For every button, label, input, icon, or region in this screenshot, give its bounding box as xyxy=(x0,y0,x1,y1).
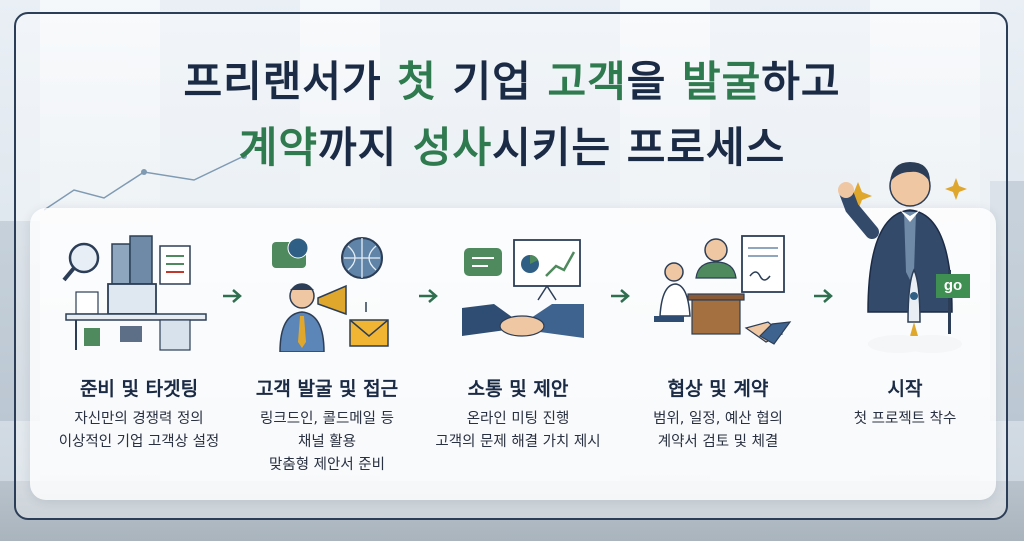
title-line-1: 프리랜서가 첫 기업 고객을 발굴하고 xyxy=(0,48,1024,109)
step-desc-line: 채널 활용 xyxy=(298,434,356,450)
step-title: 준비 및 타겟팅 xyxy=(79,378,199,400)
step-desc-line: 맞춤형 제안서 준비 xyxy=(269,457,385,473)
title-accent-text: 발굴 xyxy=(681,57,762,106)
step-title: 고객 발굴 및 접근 xyxy=(255,378,399,400)
step-desc-line: 범위, 일정, 예산 협의 xyxy=(653,411,783,427)
process-panel xyxy=(30,208,996,500)
arrow-right-icon xyxy=(814,289,833,303)
step-desc-line: 링크드인, 콜드메일 등 xyxy=(260,411,394,427)
rocket-launch-icon xyxy=(838,162,970,353)
title-text: 하고 xyxy=(761,57,841,106)
decorative-trend-line-icon xyxy=(44,153,247,211)
step-desc-line: 첫 프로젝트 착수 xyxy=(853,411,957,427)
step-desc-line: 온라인 미팅 진행 xyxy=(466,411,570,427)
title-accent-text: 성사 xyxy=(412,123,493,172)
desk-workspace-icon xyxy=(62,235,207,351)
step-title: 소통 및 제안 xyxy=(467,378,569,400)
contract-signing-icon xyxy=(654,235,792,345)
arrow-right-icon xyxy=(611,289,630,303)
go-flag-label: go xyxy=(943,277,963,294)
step-desc-line: 계약서 검토 및 체결 xyxy=(657,434,779,450)
step-desc-line: 자신만의 경쟁력 정의 xyxy=(74,411,204,427)
title-text: 까지 xyxy=(317,123,413,172)
handshake-presentation-icon xyxy=(462,239,584,338)
arrow-right-icon xyxy=(223,289,242,303)
arrow-right-icon xyxy=(419,289,438,303)
title-text: 시키는 프로세스 xyxy=(492,123,786,172)
title-text: 기업 xyxy=(436,57,548,106)
title-text: 프리랜서가 xyxy=(183,57,398,106)
megaphone-outreach-icon xyxy=(272,237,389,352)
title-accent-text: 첫 xyxy=(397,57,437,106)
step-desc-line: 이상적인 기업 고객상 설정 xyxy=(58,434,220,450)
step-title: 시작 xyxy=(887,378,923,400)
step-title: 협상 및 계약 xyxy=(667,378,769,400)
title-text: 을 xyxy=(626,57,682,106)
step-desc-line: 고객의 문제 해결 가치 제시 xyxy=(435,434,601,450)
title-accent-text: 고객 xyxy=(547,57,627,106)
title-line-2: 계약까지 성사시키는 프로세스 xyxy=(0,114,1024,175)
title-accent-text: 계약 xyxy=(238,123,318,172)
